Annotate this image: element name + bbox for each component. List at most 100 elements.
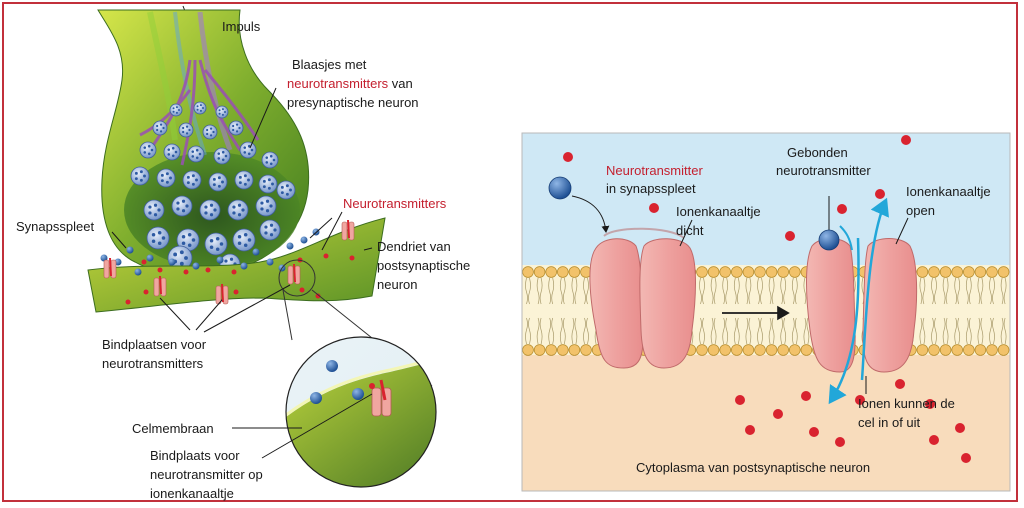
ion <box>961 453 971 463</box>
label-cytoplasm: Cytoplasma van postsynaptische neuron <box>636 460 870 475</box>
lipid-tail <box>745 277 752 305</box>
vesicle-dot <box>267 178 271 182</box>
vesicle-dot <box>191 182 195 186</box>
vesicle-dot <box>264 225 268 229</box>
vesicle-dot <box>212 177 216 181</box>
vesicle-dot <box>165 180 169 184</box>
vesicle-dot <box>185 132 189 135</box>
ion <box>773 409 783 419</box>
lipid-tail <box>989 277 995 305</box>
lipid-tail <box>571 317 578 345</box>
lipid-tail <box>919 317 926 345</box>
neurotransmitter <box>299 287 305 293</box>
lipid-head <box>568 344 581 356</box>
vesicle-dot <box>172 107 175 110</box>
vesicle <box>178 122 194 138</box>
lipid-head <box>916 266 929 278</box>
lipid-tail <box>977 277 984 305</box>
vesicle-dot <box>185 204 189 208</box>
vesicle-dot <box>218 112 221 115</box>
neurotransmitter <box>349 255 355 261</box>
lipid-head <box>707 344 720 356</box>
vesicle-dot <box>206 132 209 136</box>
vesicle-dot <box>250 148 254 152</box>
vesicle-dot <box>238 126 241 130</box>
vesicle-dot <box>157 241 162 245</box>
vesicle-dot <box>232 128 235 132</box>
vesicle-dot <box>269 223 274 227</box>
vesicle-dot <box>196 108 199 111</box>
vesicle <box>182 170 202 190</box>
vesicle-dot <box>159 123 163 126</box>
bound-neurotransmitter <box>818 229 840 251</box>
ion-flow-side <box>839 225 853 251</box>
vesicle-dot <box>184 256 188 260</box>
lipid-head <box>951 266 963 278</box>
vesicle-dot <box>147 152 151 156</box>
ion <box>801 391 811 401</box>
lipid-tail <box>791 277 798 305</box>
ion <box>895 379 905 389</box>
label-dendrite-1: Dendriet van <box>377 239 451 254</box>
label-neurotransmitters: Neurotransmitters <box>343 196 447 211</box>
vesicle-dot <box>212 130 215 134</box>
label-open-2: open <box>906 203 935 218</box>
vesicle-dot <box>206 128 209 132</box>
lipid-head <box>731 266 743 278</box>
lipid-head <box>533 266 546 278</box>
vesicle-dot <box>191 174 195 178</box>
vesicle-dot <box>209 239 214 243</box>
vesicle-dot <box>289 188 292 192</box>
vesicle-dot <box>243 182 247 186</box>
lipid-tail <box>942 277 949 305</box>
vesicle-dot <box>172 110 175 113</box>
vesicle-dot <box>209 213 214 217</box>
label-vesicles-tail: van <box>388 76 413 91</box>
lipid-head <box>800 344 813 356</box>
label-cell-membrane: Celmembraan <box>132 421 214 436</box>
ion <box>855 395 865 405</box>
vesicle-dot <box>182 130 185 134</box>
vesicle-dot <box>185 125 189 128</box>
vesicle-dot <box>181 235 186 239</box>
vesicle-dot <box>232 124 235 128</box>
vesicle-dot <box>143 146 147 149</box>
vesicle-dot <box>262 185 266 189</box>
vesicle <box>193 101 207 115</box>
vesicle-dot <box>204 211 208 215</box>
lipid-tail <box>536 277 543 305</box>
label-vesicles-2: neurotransmitters van <box>287 76 413 91</box>
lipid-head <box>696 344 708 356</box>
ion <box>649 203 659 213</box>
vesicle-dot <box>176 201 180 205</box>
vesicle-dot <box>143 151 147 154</box>
lipid-head <box>707 266 720 278</box>
vesicle-dot <box>186 175 190 179</box>
vesicle <box>232 228 256 252</box>
zoom-ion <box>369 383 375 389</box>
vesicle-dot <box>219 242 224 246</box>
synapse-panel: Impuls Blaasjes met neurotransmitters va… <box>16 5 470 501</box>
vesicle-dot <box>237 213 242 217</box>
vesicle-dot <box>139 170 143 174</box>
label-binding-site-2: neurotransmitter op <box>150 467 263 482</box>
neurotransmitter <box>252 248 260 256</box>
free-neurotransmitter <box>548 176 572 200</box>
cytoplasm-area <box>522 355 1010 491</box>
vesicle-dot <box>134 177 138 181</box>
vesicle <box>187 145 205 163</box>
lipid-tail <box>768 317 775 345</box>
ion <box>809 427 819 437</box>
vesicle-dot <box>243 146 247 149</box>
label-in-cleft: in synapsspleet <box>606 181 696 196</box>
vesicle-dot <box>157 231 162 235</box>
lipid-tail <box>699 277 705 305</box>
lipid-head <box>963 266 975 278</box>
vesicle <box>261 151 279 169</box>
lipid-head <box>765 266 778 278</box>
vesicle-dot <box>265 156 269 159</box>
vesicle-dot <box>237 235 242 239</box>
receptor-core <box>221 283 224 303</box>
ion <box>901 135 911 145</box>
vesicle-dot <box>264 231 268 235</box>
